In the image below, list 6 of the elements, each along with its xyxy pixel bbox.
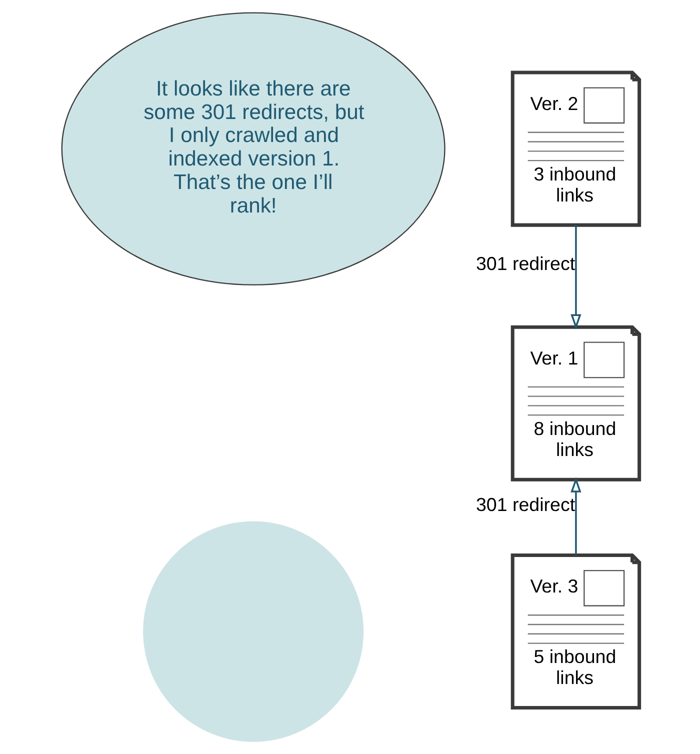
edge-label: 301 redirect xyxy=(475,253,575,274)
edge-label: 301 redirect xyxy=(475,494,575,516)
node-ellipse: It looks like there are some 301 redirects, but I only crawled and indexed version 1. That’s the one I’ll rank! xyxy=(60,12,445,286)
node-circle xyxy=(142,521,364,742)
arrow xyxy=(570,225,581,330)
arrow xyxy=(570,477,581,556)
